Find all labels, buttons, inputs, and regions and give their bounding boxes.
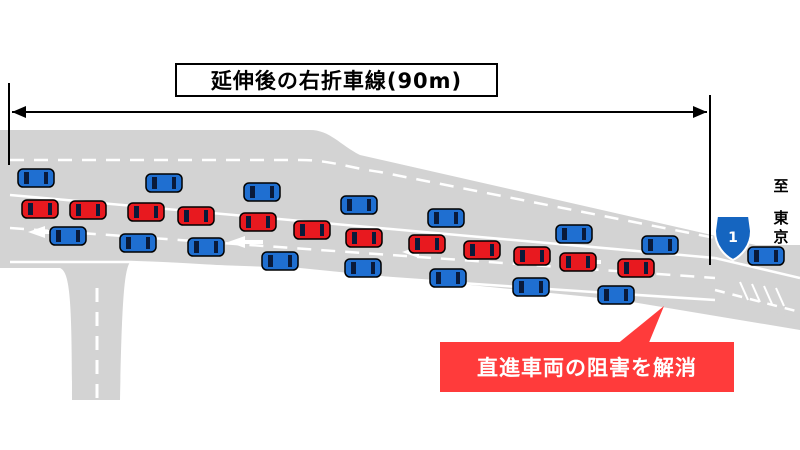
right-turn-car [345,228,383,248]
through-car [512,277,550,297]
dimension-arrow-left [12,106,26,118]
through-car [555,224,593,244]
through-car [340,195,378,215]
right-turn-car [617,258,655,278]
destination-name-2: 京 [773,228,789,246]
right-turn-car [513,246,551,266]
through-car [641,235,679,255]
right-turn-car [239,212,277,232]
cars [17,168,785,305]
right-turn-car [463,240,501,260]
right-turn-car [21,199,59,219]
destination-name-1: 東 [773,209,789,227]
callout-pointer [616,306,664,345]
callout-label: 直進車両の阻害を解消 [440,342,734,392]
through-car [49,226,87,246]
right-turn-car [69,200,107,220]
destination-prefix: 至 [773,177,789,195]
through-car [187,237,225,257]
right-turn-lane-title: 延伸後の右折車線(90m) [175,63,498,97]
hatched-island [739,281,785,307]
through-car [119,233,157,253]
lane-lines [9,158,800,400]
through-car [429,268,467,288]
through-car [747,246,785,266]
dimension-arrow-right [693,106,707,118]
route-shield-icon: 1 [713,215,753,262]
through-car [243,182,281,202]
right-turn-car [177,206,215,226]
dimension-line [8,83,711,265]
right-turn-car [559,252,597,272]
main-road [0,130,800,400]
through-car [17,168,55,188]
through-car [145,173,183,193]
route-shield-number: 1 [728,230,738,246]
right-turn-car [127,202,165,222]
through-car [344,258,382,278]
through-car [427,208,465,228]
through-car [261,251,299,271]
through-car [597,285,635,305]
right-turn-car [293,220,331,240]
right-turn-car [408,234,446,254]
